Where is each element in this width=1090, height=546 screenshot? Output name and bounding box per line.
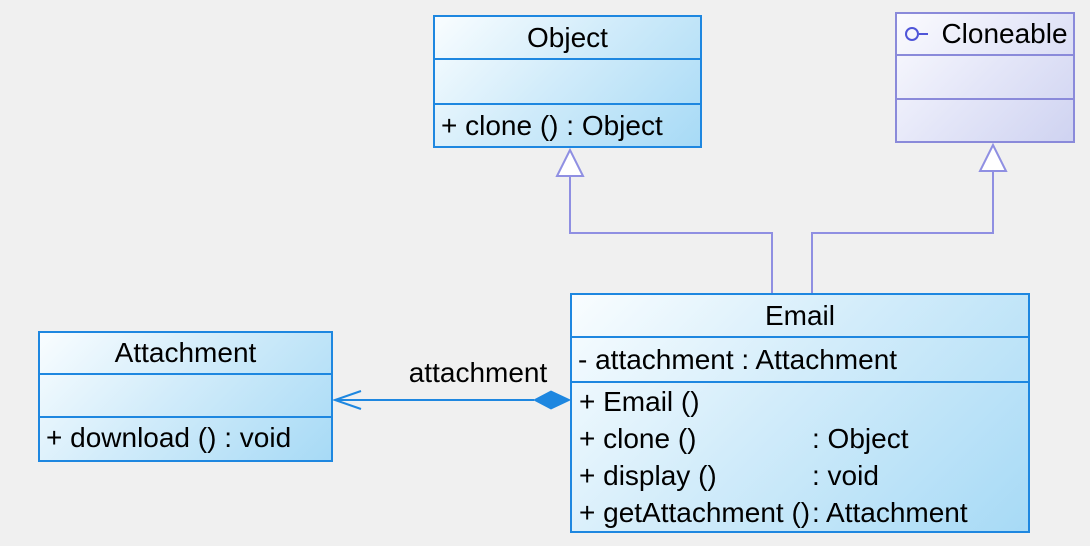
open-arrowhead-icon	[331, 390, 362, 410]
generalization-triangle-icon	[978, 142, 1008, 172]
class-name-label: Email	[764, 299, 835, 331]
interface-title: Cloneable	[897, 14, 1073, 56]
method-row: + clone () : Object	[572, 420, 1028, 457]
method-label: + display ()	[579, 459, 717, 491]
methods-compartment: + clone () : Object	[435, 105, 700, 146]
association-role-label: attachment	[408, 357, 548, 388]
method-label: + clone ()	[579, 422, 697, 454]
interface-name-label: Cloneable	[941, 18, 1068, 49]
class-node-attachment[interactable]: Attachment + download () : void	[38, 331, 333, 462]
class-node-object[interactable]: Object + clone () : Object	[433, 15, 702, 148]
methods-compartment: + download () : void	[40, 418, 331, 458]
attribute-label: - attachment : Attachment	[578, 343, 898, 375]
class-node-email[interactable]: Email - attachment : Attachment + Email …	[570, 293, 1030, 533]
interface-node-cloneable[interactable]: Cloneable	[895, 12, 1075, 143]
interface-lollipop-icon	[905, 27, 928, 41]
method-row: + Email ()	[572, 383, 1028, 420]
class-title: Attachment	[40, 333, 331, 375]
methods-compartment: + Email () + clone () : Object + display…	[572, 383, 1028, 531]
class-name-label: Attachment	[114, 337, 257, 368]
class-title: Email	[572, 295, 1028, 338]
method-row: + getAttachment () : Attachment	[572, 494, 1028, 531]
method-label: + download () : void	[46, 422, 292, 453]
generalization-triangle-icon	[555, 147, 585, 177]
methods-compartment	[897, 100, 1073, 141]
method-label: + Email ()	[579, 385, 700, 417]
method-return-label: : Object	[812, 422, 909, 454]
class-name-label: Object	[527, 21, 608, 53]
attributes-compartment	[40, 375, 331, 418]
method-return-label: : Attachment	[812, 496, 968, 528]
method-label: + getAttachment ()	[579, 496, 811, 528]
attributes-compartment	[897, 56, 1073, 100]
method-row: + display () : void	[572, 457, 1028, 494]
attributes-compartment: - attachment : Attachment	[572, 338, 1028, 383]
method-return-label: : void	[812, 459, 879, 491]
attributes-compartment	[435, 60, 700, 105]
composition-diamond-icon	[532, 390, 572, 410]
generalization-email-to-cloneable[interactable]	[811, 142, 1008, 293]
method-label: + clone () : Object	[441, 109, 663, 141]
class-title: Object	[435, 17, 700, 60]
composition-email-to-attachment[interactable]	[331, 390, 572, 410]
generalization-email-to-object[interactable]	[555, 147, 773, 293]
